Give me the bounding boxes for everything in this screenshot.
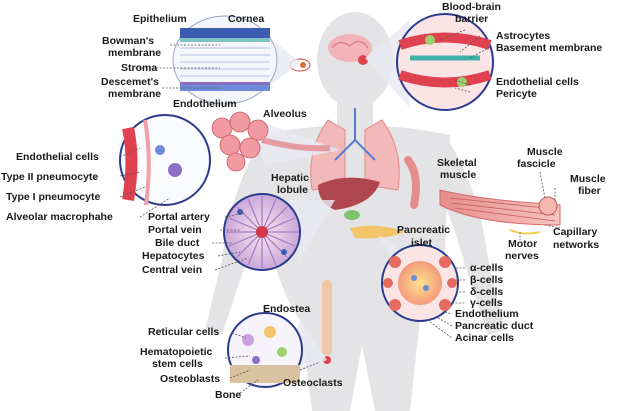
femur-organ: [322, 280, 332, 364]
label-muscle-fiber-1: Muscle: [570, 173, 606, 185]
lung-capillary-detail: [119, 114, 211, 206]
label-type1: Type I pneumocyte: [6, 191, 100, 203]
label-endothelium-panc: Endothelium: [455, 308, 519, 320]
labels: Epithelium Cornea Bowman's membrane Stro…: [1, 1, 606, 401]
endostea-detail: [227, 312, 303, 388]
label-motor-nerves-2: nerves: [505, 250, 539, 262]
label-beta-cells: β-cells: [470, 274, 503, 286]
label-capillary-2: networks: [553, 239, 599, 251]
bbb-detail: [396, 13, 494, 111]
label-acinar-cells: Acinar cells: [455, 332, 514, 344]
label-hsc-2: stem cells: [152, 358, 203, 370]
label-hepatic-2: lobule: [277, 184, 308, 196]
label-epithelium: Epithelium: [133, 13, 187, 25]
label-bowmans-2: membrane: [108, 47, 161, 59]
pancreas-organ: [350, 225, 405, 239]
label-endothelial-cells-lung: Endothelial cells: [16, 151, 99, 163]
label-central-vein: Central vein: [142, 264, 202, 276]
label-bbb-2: barrier: [455, 13, 488, 25]
label-hepatic-1: Hepatic: [271, 172, 309, 184]
label-muscle-fiber-2: fiber: [578, 185, 601, 197]
hepatic-lobule-detail: [223, 193, 301, 271]
label-bowmans-1: Bowman's: [102, 35, 154, 47]
brain-organ: [328, 34, 372, 65]
label-delta-cells: δ-cells: [470, 286, 503, 298]
label-bbb-1: Blood-brain: [442, 1, 501, 13]
label-capillary-1: Capillary: [553, 226, 598, 238]
label-motor-nerves-1: Motor: [508, 238, 537, 250]
label-pericyte: Pericyte: [496, 88, 537, 100]
label-astrocytes: Astrocytes: [496, 30, 550, 42]
label-alpha-cells: α-cells: [470, 262, 503, 274]
cornea-detail: [172, 15, 278, 105]
label-pancreatic-duct: Pancreatic duct: [455, 320, 534, 332]
label-endothelium-eye: Endothelium: [173, 98, 237, 110]
skeletal-muscle-detail: [439, 189, 561, 235]
label-bone: Bone: [215, 389, 241, 401]
label-skeletal-1: Skeletal: [437, 157, 477, 169]
label-type2: Type II pneumocyte: [1, 171, 98, 183]
label-descemets-1: Descemet's: [101, 76, 159, 88]
right-arm-shape: [428, 140, 505, 335]
alveolus-detail: [211, 111, 331, 172]
label-hepatocytes: Hepatocytes: [142, 250, 205, 262]
arm-muscle-organ: [404, 156, 420, 209]
label-basement-membrane: Basement membrane: [496, 42, 602, 54]
leader-lines: [119, 28, 561, 394]
label-endostea: Endostea: [263, 303, 310, 315]
label-pancreatic-2: islet: [411, 237, 433, 249]
label-portal-artery: Portal artery: [148, 211, 210, 223]
label-osteoclasts: Osteoclasts: [283, 377, 343, 389]
label-osteoblasts: Osteoblasts: [160, 373, 220, 385]
lungs-organ: [310, 108, 400, 191]
label-muscle-fascicle-2: fascicle: [517, 158, 556, 170]
label-descemets-2: membrane: [108, 88, 161, 100]
label-hsc-1: Hematopoietic: [140, 346, 213, 358]
label-skeletal-2: muscle: [440, 169, 476, 181]
pancreatic-islet-detail: [381, 244, 459, 322]
label-alveolus: Alveolus: [263, 108, 307, 120]
legs-shape: [300, 318, 420, 411]
label-alveolar-macrophage: Alveolar macrophahe: [6, 211, 113, 223]
label-endothelial-cells-brain: Endothelial cells: [496, 76, 579, 88]
label-cornea: Cornea: [228, 13, 264, 25]
label-muscle-fascicle-1: Muscle: [527, 146, 563, 158]
label-portal-vein: Portal vein: [148, 224, 202, 236]
label-gamma-cells: γ-cells: [470, 297, 503, 309]
label-pancreatic-1: Pancreatic: [397, 224, 450, 236]
label-reticular-cells: Reticular cells: [148, 326, 219, 338]
label-bile-duct: Bile duct: [155, 237, 200, 249]
label-stroma: Stroma: [121, 62, 157, 74]
